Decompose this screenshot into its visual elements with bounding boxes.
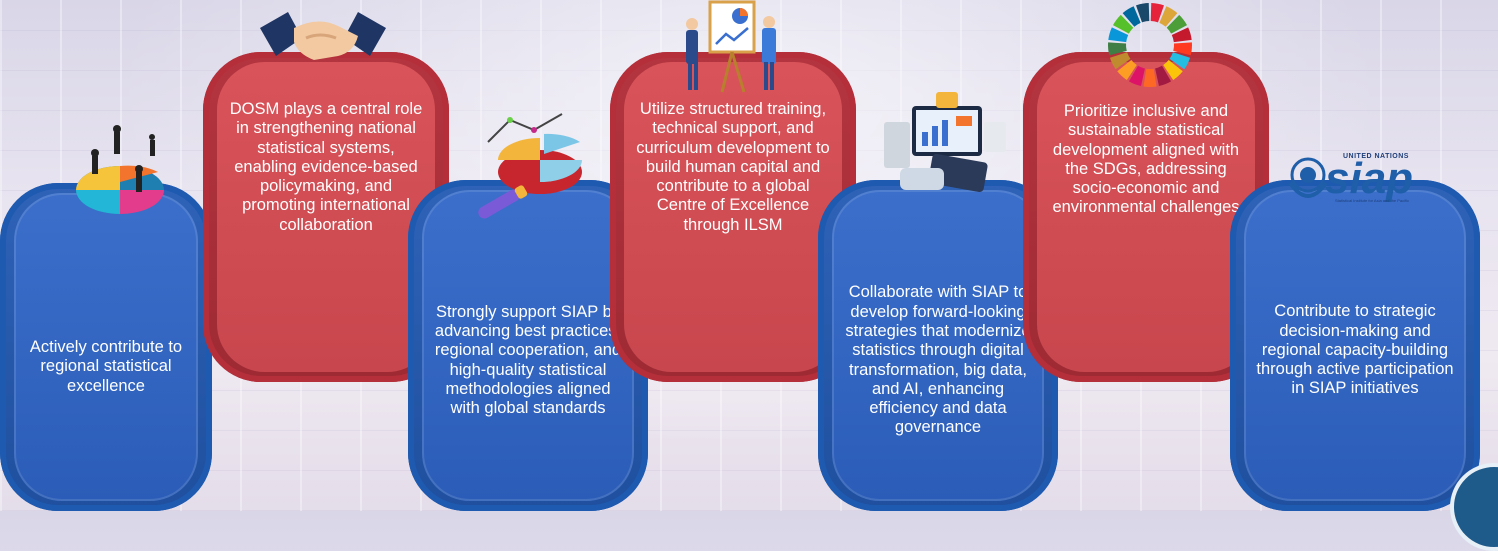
logo-org: UNITED NATIONS: [1343, 153, 1409, 160]
card-4-text: Utilize structured training, technical s…: [624, 62, 842, 372]
devices-analytics-icon: [884, 92, 1006, 193]
sdg-wheel-segment: [1108, 42, 1127, 56]
handshake-icon: [260, 12, 386, 60]
sdg-wheel-segment: [1163, 60, 1183, 81]
3d-pie-chart-icon: [478, 113, 582, 219]
sdg-wheel-icon: [1108, 3, 1192, 87]
sdg-wheel-segment: [1159, 6, 1178, 27]
card-5: Collaborate with SIAP to develop forward…: [818, 180, 1058, 511]
sdg-wheel-segment: [1171, 27, 1192, 43]
sdg-wheel-segment: [1117, 60, 1137, 81]
presentation-board-icon: [686, 0, 776, 93]
card-6: Prioritize inclusive and sustainable sta…: [1023, 52, 1269, 382]
sdg-wheel-segment: [1173, 42, 1192, 56]
pie-chart-people-icon: [76, 125, 164, 214]
sdg-wheel-segment: [1155, 65, 1172, 87]
siap-logo: UNITED NATIONS siap Statistical Institut…: [1285, 153, 1420, 213]
sdg-wheel-segment: [1109, 52, 1131, 70]
sdg-wheel-segment: [1166, 14, 1188, 34]
logo-name: siap: [1325, 154, 1414, 203]
sdg-wheel-segment: [1122, 6, 1141, 27]
sdg-wheel-segment: [1150, 3, 1164, 23]
card-5-text: Collaborate with SIAP to develop forward…: [832, 190, 1044, 501]
card-3: Strongly support SIAP by advancing best …: [408, 180, 648, 511]
card-7-text: Contribute to strategic decision-making …: [1244, 190, 1466, 501]
sdg-wheel-segment: [1136, 3, 1150, 23]
card-1-text: Actively contribute to regional statisti…: [14, 193, 198, 501]
sdg-wheel-segment: [1108, 27, 1129, 43]
card-1: Actively contribute to regional statisti…: [0, 183, 212, 511]
card-7: Contribute to strategic decision-making …: [1230, 180, 1480, 511]
card-3-text: Strongly support SIAP by advancing best …: [422, 190, 634, 501]
card-6-text: Prioritize inclusive and sustainable sta…: [1037, 62, 1255, 372]
un-emblem-icon: [1288, 157, 1328, 198]
logo-subtitle: Statistical Institute for Asia and the P…: [1335, 198, 1410, 203]
sdg-wheel-segment: [1128, 65, 1145, 87]
card-4: Utilize structured training, technical s…: [610, 52, 856, 382]
sdg-wheel-segment: [1169, 52, 1191, 70]
sdg-wheel-segment: [1143, 68, 1157, 87]
sdg-wheel-segment: [1112, 14, 1134, 34]
card-2-text: DOSM plays a central role in strengtheni…: [217, 62, 435, 372]
